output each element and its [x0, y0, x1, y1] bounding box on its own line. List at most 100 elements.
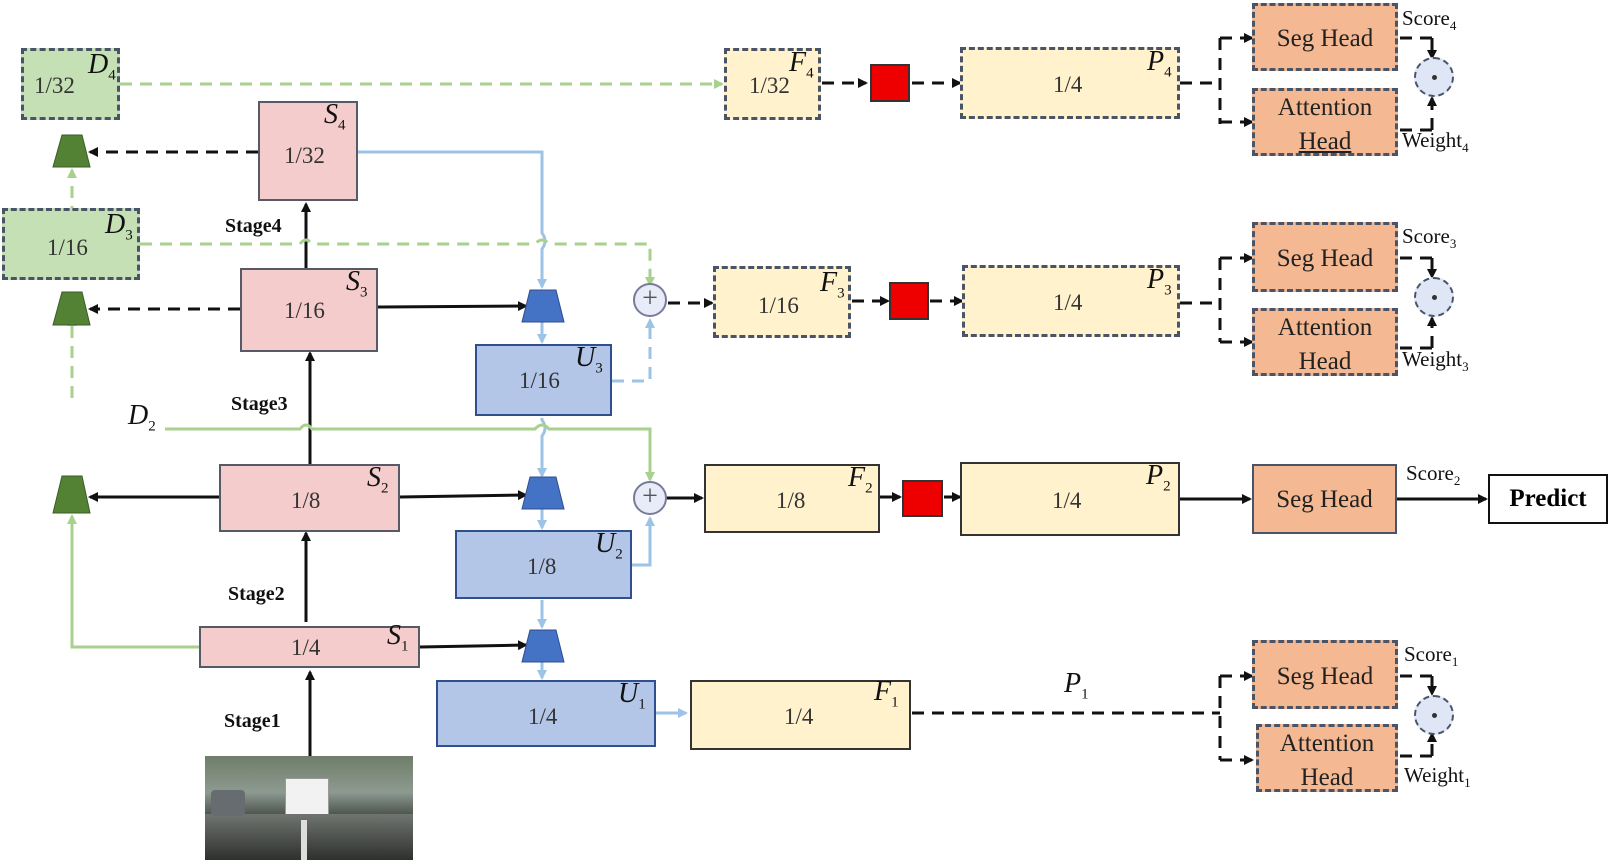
- d2-label: D2: [128, 400, 156, 436]
- green-arrows: [67, 423, 655, 649]
- f1-label: F1: [874, 676, 899, 712]
- multiply-node-branch1: [1414, 695, 1454, 735]
- green-dashed-arrows: [67, 79, 724, 398]
- f2-index: 2: [865, 480, 873, 497]
- f2-label: F2: [848, 462, 873, 498]
- p3-letter: P: [1147, 264, 1165, 295]
- downsample-feature-d4: 1/32 D4: [21, 48, 120, 120]
- f3-resolution: 1/16: [758, 293, 799, 318]
- attention-head-line2: Head: [1298, 348, 1352, 375]
- d3-label: D3: [105, 209, 133, 245]
- downsample-block: [52, 475, 91, 514]
- stage4-label: Stage4: [225, 215, 282, 237]
- predict-output: Predict: [1488, 474, 1608, 524]
- seg-head-branch4: Seg Head: [1252, 3, 1398, 71]
- s1-index: 1: [401, 638, 409, 655]
- p4-index: 4: [1164, 64, 1172, 81]
- attention-head-line1: Attention: [1279, 730, 1375, 757]
- u2-resolution: 1/8: [527, 554, 557, 579]
- feature-f2: 1/8 F2: [704, 462, 880, 533]
- fuse-block-branch4: [870, 64, 910, 102]
- d2-letter: D: [128, 400, 149, 431]
- d4-resolution: 1/32: [34, 73, 75, 98]
- encoder-arrows: [88, 202, 528, 756]
- score3-label: Score3: [1402, 224, 1456, 252]
- weight4-label: Weight4: [1402, 128, 1469, 156]
- f2-letter: F: [848, 462, 866, 493]
- multiply-dot-icon: [1432, 295, 1437, 300]
- weight4-index: 4: [1462, 140, 1469, 156]
- f1-resolution: 1/4: [784, 704, 814, 729]
- stage1-feature-s1: 1/4 S1: [199, 620, 420, 668]
- seg-head-label: Seg Head: [1276, 25, 1374, 52]
- u3-resolution: 1/16: [519, 368, 560, 393]
- dashed-black-arrows: [88, 33, 1437, 765]
- multiply-dot-icon: [1432, 75, 1437, 80]
- seg-head-branch2: Seg Head: [1252, 464, 1397, 534]
- s3-index: 3: [360, 284, 368, 301]
- weight1-label: Weight1: [1404, 763, 1471, 791]
- upsample-block: [521, 289, 565, 323]
- attention-head-line2: Head: [1298, 128, 1352, 155]
- p4-letter: P: [1147, 46, 1165, 77]
- seg-head-branch1: Seg Head: [1252, 640, 1398, 709]
- score4-label: Score4: [1402, 6, 1456, 34]
- multiply-node-branch4: [1414, 57, 1454, 97]
- s2-label: S2: [367, 462, 389, 498]
- weight3-index: 3: [1462, 359, 1469, 375]
- weight4-text: Weight: [1402, 128, 1463, 152]
- stage3-label: Stage3: [231, 393, 288, 415]
- stage4-feature-s4: 1/32 S4: [258, 99, 358, 201]
- feature-f3: 1/16 F3: [713, 266, 851, 338]
- score3-text: Score: [1402, 224, 1450, 248]
- upsample-blocks: [521, 289, 565, 663]
- s4-letter: S: [324, 99, 338, 130]
- d4-index: 4: [108, 67, 116, 84]
- d3-index: 3: [125, 227, 133, 244]
- seg-head-label: Seg Head: [1276, 486, 1373, 513]
- fusion-add-branch3: +: [633, 283, 667, 317]
- weight1-text: Weight: [1404, 763, 1465, 787]
- stage1-label: Stage1: [224, 710, 281, 732]
- multiply-dot-icon: [1432, 713, 1437, 718]
- feature-f4: 1/32 F4: [724, 47, 821, 120]
- p4-resolution: 1/4: [1053, 72, 1083, 97]
- stage2-feature-s2: 1/8 S2: [219, 462, 400, 532]
- attention-head-branch3: Attention Head: [1252, 308, 1398, 376]
- f4-letter: F: [789, 47, 807, 78]
- downsample-blocks: [52, 134, 91, 514]
- downsample-feature-d3: 1/16 D3: [2, 208, 140, 280]
- s4-label: S4: [324, 99, 346, 135]
- u3-label: U3: [575, 342, 603, 378]
- s3-letter: S: [346, 266, 360, 297]
- upsample-feature-u3: 1/16 U3: [475, 342, 612, 416]
- p2-resolution: 1/4: [1052, 488, 1082, 513]
- fuse-block-branch3: [889, 282, 929, 320]
- attention-head-line2: Head: [1300, 764, 1354, 791]
- u3-letter: U: [575, 342, 596, 373]
- s4-index: 4: [338, 117, 346, 134]
- seg-head-label: Seg Head: [1276, 245, 1374, 272]
- fusion-add-branch2: +: [633, 481, 667, 515]
- attention-head-branch1: Attention Head: [1256, 724, 1398, 792]
- stage3-feature-s3: 1/16 S3: [240, 266, 378, 352]
- feature-f1: 1/4 F1: [690, 676, 911, 750]
- attention-head-line1: Attention: [1277, 314, 1373, 341]
- d4-letter: D: [88, 49, 109, 80]
- score1-index: 1: [1451, 654, 1459, 670]
- seg-head-branch3: Seg Head: [1252, 222, 1398, 292]
- multiply-node-branch3: [1414, 277, 1454, 317]
- weight3-label: Weight3: [1402, 347, 1469, 375]
- u1-resolution: 1/4: [528, 704, 558, 729]
- score2-text: Score: [1406, 461, 1454, 485]
- s2-resolution: 1/8: [291, 488, 321, 513]
- d2-index: 2: [148, 418, 156, 435]
- d3-resolution: 1/16: [47, 235, 88, 260]
- p2-index: 2: [1163, 478, 1171, 495]
- p3-resolution: 1/4: [1053, 290, 1083, 315]
- score1-text: Score: [1404, 642, 1452, 666]
- u2-letter: U: [595, 528, 616, 559]
- f3-label: F3: [820, 267, 845, 303]
- f3-letter: F: [820, 267, 838, 298]
